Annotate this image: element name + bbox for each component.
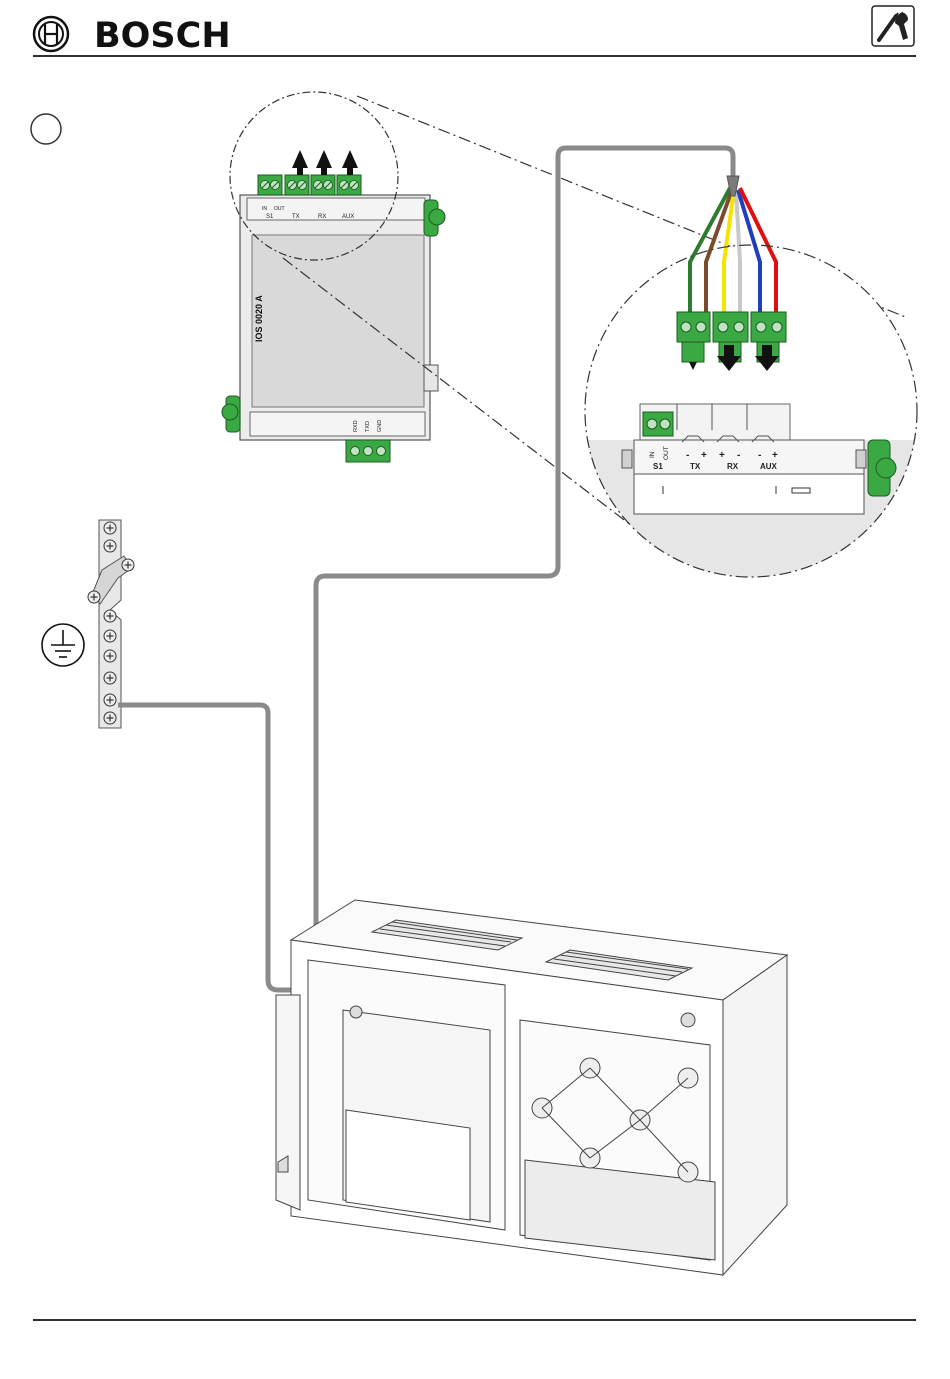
detail-label-tx: TX [690,462,701,471]
module-label-gnd: GND [377,420,383,432]
detail-label-aux: AUX [760,462,778,471]
detail-label-aux-minus: - [758,450,761,461]
detail-label-tx-minus: - [686,450,689,461]
detail-label-rx-plus: + [719,450,725,461]
module-label-tx: TX [292,214,300,220]
module-label-txd: TXD [365,421,371,432]
detail-label-s1: S1 [653,462,663,471]
detail-label-rx-minus: - [737,450,740,461]
module-label-s1: S1 [266,214,274,220]
module-part-number: IOS 0020 A [254,295,264,342]
earth-bar [88,520,134,728]
detail-label-out: OUT [663,446,670,460]
screwdriver-wrench-icon [872,6,914,46]
module-label-out: OUT [274,206,285,212]
module-label-in: IN [262,206,267,212]
brand-name: BOSCH [94,16,231,56]
terminal-detail-view: IN OUT S1 - + + - - + TX RX AUX [560,188,940,580]
earth-ground-icon [42,624,84,666]
detail-label-tx-plus: + [701,450,707,461]
module-label-rxd: RXD [353,420,359,432]
bosch-logo-icon [34,17,68,51]
detail-label-in: IN [649,451,656,458]
module-label-rx: RX [318,214,326,220]
detail-label-aux-plus: + [772,450,778,461]
header: BOSCH [33,6,916,56]
interface-module: IN OUT S1 TX RX AUX IOS 0020 A RXD TXD G… [222,150,445,462]
step-marker-circle [31,114,61,144]
enclosure-cabinet [276,900,787,1275]
module-label-aux: AUX [342,214,354,220]
detail-label-rx: RX [727,462,739,471]
